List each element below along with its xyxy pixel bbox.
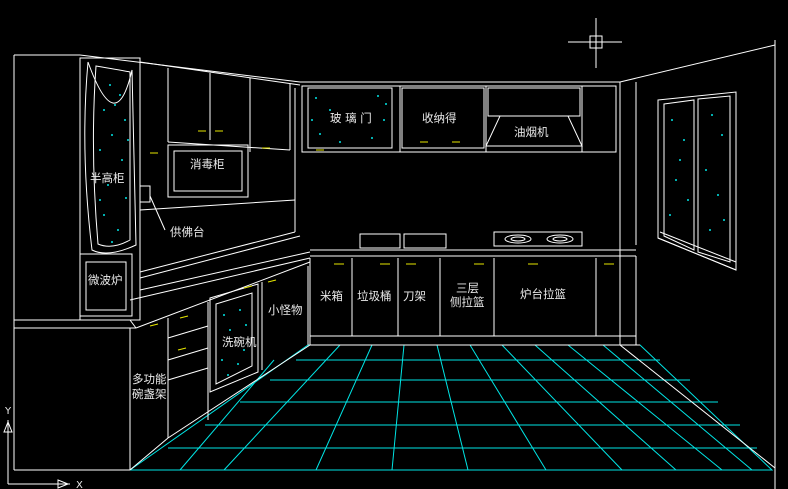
crosshair-icon (568, 18, 622, 68)
label-storage-box: 收纳得 (422, 111, 457, 125)
label-microwave: 微波炉 (88, 273, 123, 287)
label-disinfection-cabinet: 消毒柜 (190, 157, 225, 171)
label-dish-rack-line2: 碗盏架 (132, 387, 167, 401)
label-glass-door: 玻 璃 门 (330, 111, 372, 125)
microwave (79, 253, 133, 317)
label-range-hood: 油烟机 (514, 125, 549, 139)
floor-tile-grid (128, 344, 774, 471)
label-dishwasher: 洗碗机 (222, 335, 257, 349)
label-altar: 供佛台 (170, 225, 205, 239)
tall-cabinet-glass-dots (99, 84, 129, 243)
upper-right-cabinets (301, 85, 617, 153)
stove (493, 231, 583, 247)
upper-left-cabinets (139, 61, 301, 211)
range-hood (485, 87, 583, 147)
disinfection-cabinet (167, 144, 249, 198)
label-knife-rack: 刀架 (403, 289, 426, 303)
dish-rack-cabinet (129, 302, 311, 471)
altar (139, 185, 166, 231)
left-counter (14, 88, 311, 470)
dishwasher-glass-dots (221, 309, 247, 376)
ucs-icon (3, 420, 70, 489)
dishwasher (209, 283, 259, 393)
window (657, 91, 737, 271)
label-side-basket-line1: 三层 (456, 281, 479, 295)
label-stove-basket: 炉台拉篮 (520, 287, 566, 301)
label-rice-bin: 米箱 (320, 289, 343, 303)
label-dish-rack-line1: 多功能 (132, 372, 167, 386)
label-tall-cabinet: 半高柜 (90, 171, 125, 185)
ucs-y-label: Y (4, 406, 12, 417)
small-items-cabinet (261, 266, 309, 370)
glass-door-dots (311, 95, 387, 143)
ucs-x-label: X (76, 480, 83, 489)
window-glass-dots (669, 114, 725, 231)
label-side-basket-line2: 侧拉篮 (450, 295, 485, 309)
label-small-items: 小怪物 (268, 303, 303, 317)
back-counter (309, 233, 640, 346)
label-trash-bin: 垃圾桶 (357, 289, 392, 303)
room-outline (13, 40, 776, 489)
